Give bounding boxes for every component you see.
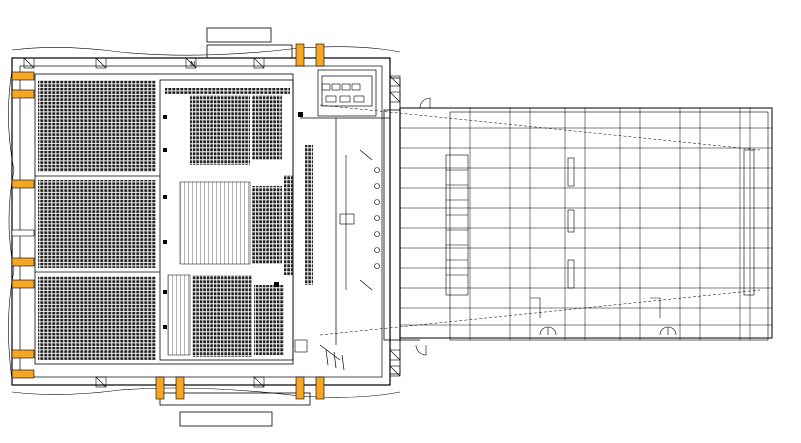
seat-block-center-bottom — [167, 274, 191, 356]
seat-block-center-bottom-mid — [192, 275, 252, 357]
seat-block-left-top — [38, 80, 156, 172]
column-icon — [11, 349, 35, 359]
seat-block-center-top — [190, 95, 250, 165]
column-icon — [295, 376, 305, 400]
column-icon — [315, 43, 325, 67]
seat-block-left-bottom — [38, 276, 156, 360]
stage-modules — [445, 149, 755, 318]
door-swings — [415, 97, 677, 356]
door-swing-icon — [539, 326, 549, 336]
column-icon — [11, 89, 35, 99]
stage-grid — [400, 108, 772, 340]
door-swing-icon — [667, 326, 677, 336]
door-swing-icon — [659, 326, 669, 336]
foyer — [300, 69, 390, 371]
connector-walls — [383, 77, 420, 375]
columns-top-bottom — [155, 43, 325, 400]
door-swing-icon — [415, 344, 427, 356]
column-icon — [11, 279, 35, 289]
column-icon — [315, 376, 325, 400]
auditorium-outer-wall — [8, 46, 401, 398]
door-swing-icon — [547, 326, 557, 336]
column-icon — [175, 376, 185, 400]
seat-block-center-middle-right — [252, 186, 282, 264]
aisle-markers — [163, 112, 303, 329]
seat-block-center-top-right — [252, 95, 282, 160]
column-icon — [155, 376, 165, 400]
column-icon — [295, 43, 305, 67]
wall-markers — [23, 57, 401, 388]
seat-block-center-middle — [179, 181, 251, 265]
column-icon — [11, 71, 35, 81]
seat-block-top-strip — [165, 88, 290, 94]
seat-block-left-middle — [38, 180, 156, 268]
service-block — [321, 83, 365, 103]
seating-blocks — [38, 80, 313, 360]
seat-block-center-bottom-right — [254, 285, 284, 355]
column-icon — [11, 179, 35, 189]
foyer-fixtures — [294, 155, 380, 353]
column-icon — [11, 369, 35, 379]
seat-block-far-column — [305, 145, 313, 285]
seat-block-side-column — [284, 175, 294, 275]
column-icon — [11, 257, 35, 267]
columns-left — [11, 71, 35, 379]
stage-building — [399, 107, 773, 341]
north-marker: N — [190, 60, 195, 68]
door-swing-icon — [419, 97, 431, 109]
column-icon — [11, 229, 35, 237]
